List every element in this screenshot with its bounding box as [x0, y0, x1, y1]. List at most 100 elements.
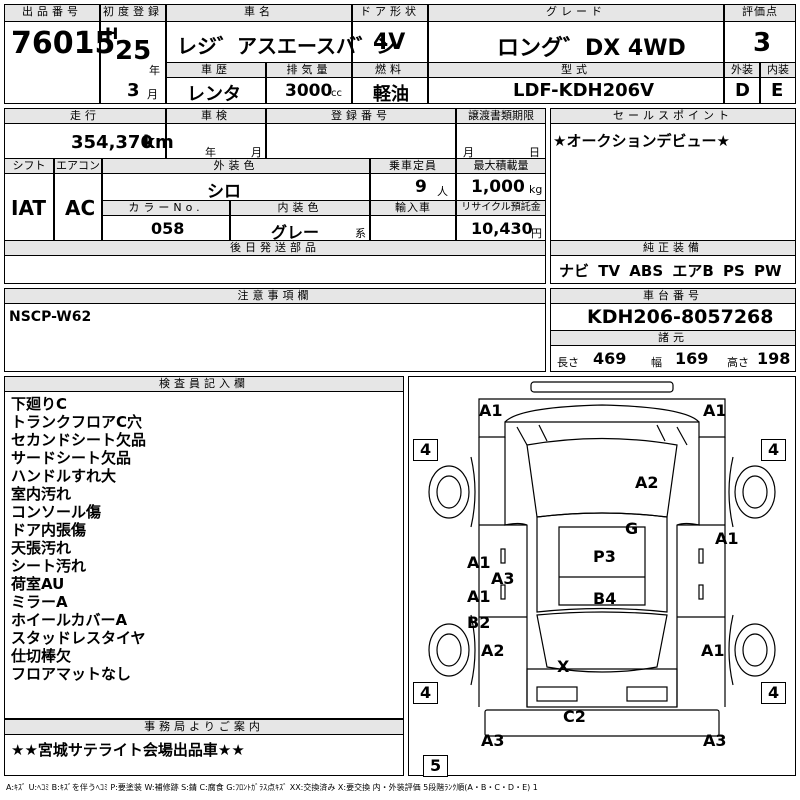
capacity-unit: 人	[437, 185, 448, 198]
history-value: レンタ	[187, 84, 241, 105]
mark-front-left: A1	[479, 401, 503, 420]
interior-color-label: 内装色	[230, 200, 370, 216]
door-value: 4V	[373, 30, 406, 55]
office-label: 事務局よりご案内	[4, 719, 404, 735]
year-unit: 年	[149, 64, 160, 77]
ac-cell: AC	[54, 173, 102, 241]
grade-value: ロング゛DX 4WD	[497, 36, 686, 61]
notes-cell: NSCP-W62	[4, 303, 546, 372]
length-value: 469	[593, 349, 627, 368]
capacity-value: 9	[415, 177, 427, 197]
insp-year-unit: 年	[205, 146, 216, 159]
later-parts-label: 後日発送部品	[4, 240, 546, 256]
mark-front-right: A1	[703, 401, 727, 420]
dims-cell: 長さ 469 幅 169 高さ 198	[550, 345, 796, 372]
tire-rear-right: 4	[761, 682, 787, 704]
first-reg-label: 初度登録	[100, 4, 166, 22]
int-label: 内装	[760, 62, 796, 78]
fuel-label: 燃料	[352, 62, 428, 78]
recycle-value: 10,430	[471, 219, 533, 238]
interior-color-suffix: 系	[355, 227, 366, 240]
first-reg-cell: H 25 年 3 月	[100, 21, 166, 104]
score-label: 評価点	[724, 4, 796, 22]
inspector-line: トランクフロアC穴	[11, 413, 143, 431]
insp-month-unit: 月	[251, 146, 262, 159]
mileage-value: 354,370	[71, 132, 153, 153]
sales-point-label: セールスポイント	[550, 108, 796, 124]
inspector-line: フロアマットなし	[11, 665, 132, 683]
reg-no-cell	[266, 123, 456, 159]
inspector-line: 仕切棒欠	[11, 647, 72, 665]
sales-point-cell: ★オークションデビュー★	[550, 123, 796, 241]
chassis-number: KDH206-8057268	[587, 306, 774, 328]
inspector-line: ホイールカバーA	[11, 611, 128, 629]
mileage-label: 走行	[4, 108, 166, 124]
height-value: 198	[757, 349, 791, 368]
equipment-cell: ナビ TV ABS エアB PS PW	[550, 255, 796, 284]
mileage-cell: 354,370 km	[4, 123, 174, 159]
mark-rear-gate: X	[557, 657, 570, 676]
inspector-line: コンソール傷	[11, 503, 102, 521]
inspector-line: ドア内張傷	[11, 521, 87, 539]
ext-label: 外装	[724, 62, 760, 78]
mark-right-front-door: A1	[715, 529, 739, 548]
mark-hood: A2	[635, 473, 659, 492]
transfer-cell: 月 日	[456, 123, 546, 159]
tire-rear-left: 4	[413, 682, 439, 704]
inspector-label: 検査員記入欄	[4, 376, 404, 392]
grade-label: グレード	[428, 4, 724, 22]
import-label: 輸入車	[370, 200, 456, 216]
inspector-line: スタッドレスタイヤ	[11, 629, 146, 647]
displacement-unit: cc	[331, 88, 342, 99]
model-cell: LDF-KDH206V	[428, 77, 724, 104]
max-load-label: 最大積載量	[456, 158, 546, 174]
interior-color-cell: グレー 系	[230, 215, 370, 242]
history-cell: レンタ	[166, 77, 266, 105]
ext-grade-cell: D	[724, 77, 760, 104]
dims-label: 諸元	[550, 330, 796, 346]
inspector-line: 室内汚れ	[11, 485, 72, 503]
chassis-cell: KDH206-8057268	[550, 303, 796, 331]
shift-value: IAT	[11, 196, 47, 220]
max-load-value: 1,000	[471, 177, 525, 197]
score-cell: 3	[724, 21, 796, 63]
import-cell	[370, 215, 456, 241]
office-text: ★★宮城サテライト会場出品車★★	[11, 741, 245, 759]
model-label: 型式	[428, 62, 724, 78]
inspector-line: 下廻りC	[11, 395, 68, 413]
equipment-label: 純正装備	[550, 240, 796, 256]
sales-point-text: ★オークションデビュー★	[553, 132, 730, 150]
max-load-unit: kg	[529, 183, 543, 196]
inspector-line: セカンドシート欠品	[11, 431, 147, 449]
reg-no-label: 登録番号	[266, 108, 456, 124]
mark-left-quarter: B2	[467, 613, 491, 632]
lot-label: 出品番号	[4, 4, 100, 22]
car-name: レジ゛アスエースバ゛ン	[177, 34, 396, 58]
shift-cell: IAT	[4, 173, 54, 241]
transfer-month: 月	[463, 146, 474, 159]
inspection-cell: 年 月	[166, 123, 266, 159]
grade-cell: ロング゛DX 4WD	[428, 21, 724, 63]
inspection-label: 車検	[166, 108, 266, 124]
mark-right-rear-fender: A1	[701, 641, 725, 660]
interior-color-value: グレー	[271, 223, 320, 242]
reg-month: 3	[127, 80, 140, 101]
chassis-label: 車台番号	[550, 288, 796, 304]
inspector-line: 荷室AU	[11, 575, 65, 593]
era: H	[105, 24, 119, 43]
door-label: ドア形状	[352, 4, 428, 22]
lot-cell: 76015	[4, 21, 115, 104]
ac-label: エアコン	[54, 158, 102, 174]
mark-left-rear-fender: A2	[481, 641, 505, 660]
mark-rear-bumper: C2	[563, 707, 586, 726]
later-parts-cell	[4, 255, 546, 284]
capacity-label: 乗車定員	[370, 158, 456, 174]
tire-front-left: 4	[413, 439, 439, 461]
notes-text: NSCP-W62	[9, 309, 92, 325]
mark-left-front-door: A1	[467, 553, 491, 572]
month-unit: 月	[147, 88, 158, 101]
exterior-color-value: シロ	[207, 182, 241, 202]
color-no-label: カラーNo.	[102, 200, 230, 216]
inspector-line: 天張汚れ	[11, 539, 72, 557]
